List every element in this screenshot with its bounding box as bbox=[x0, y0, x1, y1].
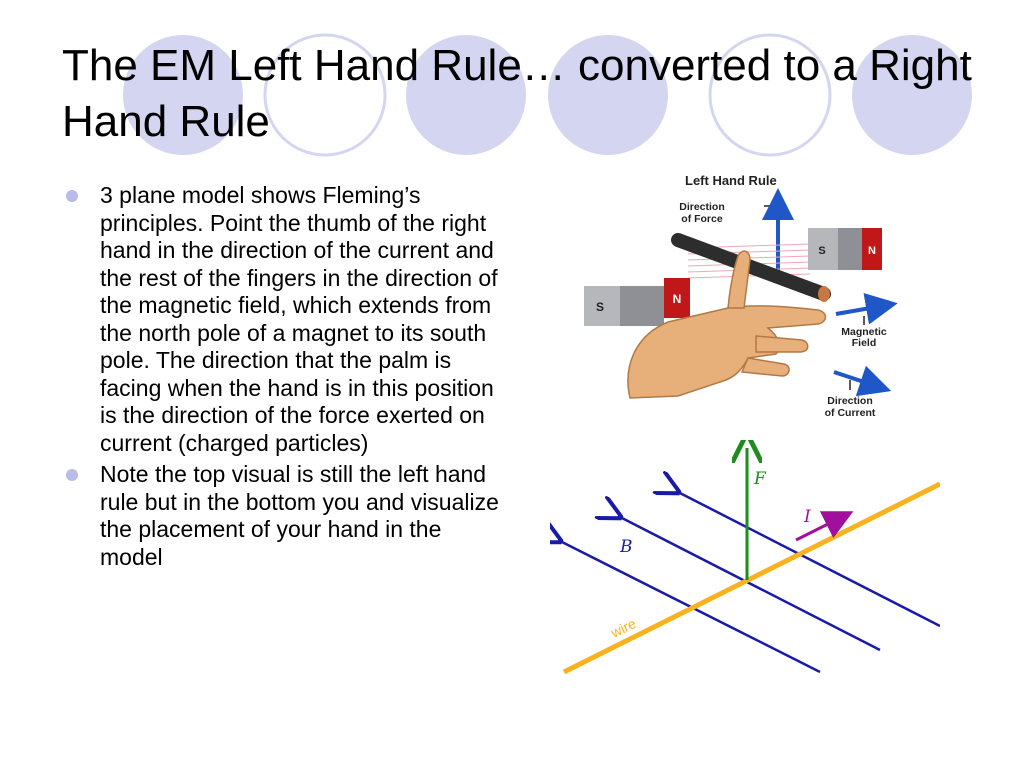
right-hand-rule-diagram: wire F I B bbox=[550, 440, 940, 675]
bullet-text: 3 plane model shows Fleming’s principles… bbox=[100, 182, 498, 456]
field-line bbox=[676, 491, 940, 628]
magnet-back-south: S bbox=[818, 245, 825, 257]
current-label-line2: of Current bbox=[825, 407, 876, 419]
slide-title: The EM Left Hand Rule… converted to a Ri… bbox=[62, 41, 972, 146]
field-arrow bbox=[835, 292, 898, 325]
bullet-dot-icon bbox=[66, 469, 78, 481]
decor-circle-2 bbox=[263, 33, 387, 157]
bullet-item: Note the top visual is still the left ha… bbox=[66, 461, 506, 571]
field-label-line2: Field bbox=[852, 337, 877, 349]
field-label-line1: Magnetic bbox=[841, 326, 887, 338]
bullet-list: 3 plane model shows Fleming’s principles… bbox=[66, 182, 506, 575]
current-symbol: I bbox=[803, 507, 811, 527]
field-line bbox=[558, 540, 821, 674]
magnet-back: N S bbox=[808, 228, 882, 270]
decorative-circles bbox=[123, 33, 972, 157]
force-symbol: F bbox=[753, 469, 767, 489]
bullet-item: 3 plane model shows Fleming’s principles… bbox=[66, 182, 506, 457]
current-label-line1: Direction bbox=[827, 395, 873, 407]
magnet-front-south: S bbox=[596, 300, 604, 314]
current-vector bbox=[795, 511, 854, 542]
wire-rod bbox=[671, 233, 831, 302]
magnet-back-north: N bbox=[868, 245, 876, 257]
left-hand-rule-figure: Left Hand Rule Direction of Force N S N … bbox=[584, 173, 898, 419]
figure-heading: Left Hand Rule bbox=[685, 173, 777, 188]
decor-circle-4 bbox=[548, 35, 668, 155]
field-symbol: B bbox=[619, 537, 633, 557]
wire-line bbox=[562, 481, 940, 675]
magnet-front-north: N bbox=[673, 292, 682, 306]
force-label-line2: of Force bbox=[681, 213, 723, 225]
decor-circle-6 bbox=[852, 35, 972, 155]
field-lines-b bbox=[558, 491, 940, 674]
field-line bbox=[618, 516, 881, 652]
force-label-line1: Direction bbox=[679, 201, 725, 213]
bullet-text: Note the top visual is still the left ha… bbox=[100, 461, 499, 570]
bullet-dot-icon bbox=[66, 190, 78, 202]
decor-circle-5 bbox=[708, 33, 832, 157]
current-arrow bbox=[833, 365, 892, 397]
decor-circle-3 bbox=[406, 35, 526, 155]
decor-circle-1 bbox=[123, 35, 243, 155]
magnet-front: N S bbox=[584, 278, 690, 326]
hand-illustration bbox=[627, 250, 827, 399]
